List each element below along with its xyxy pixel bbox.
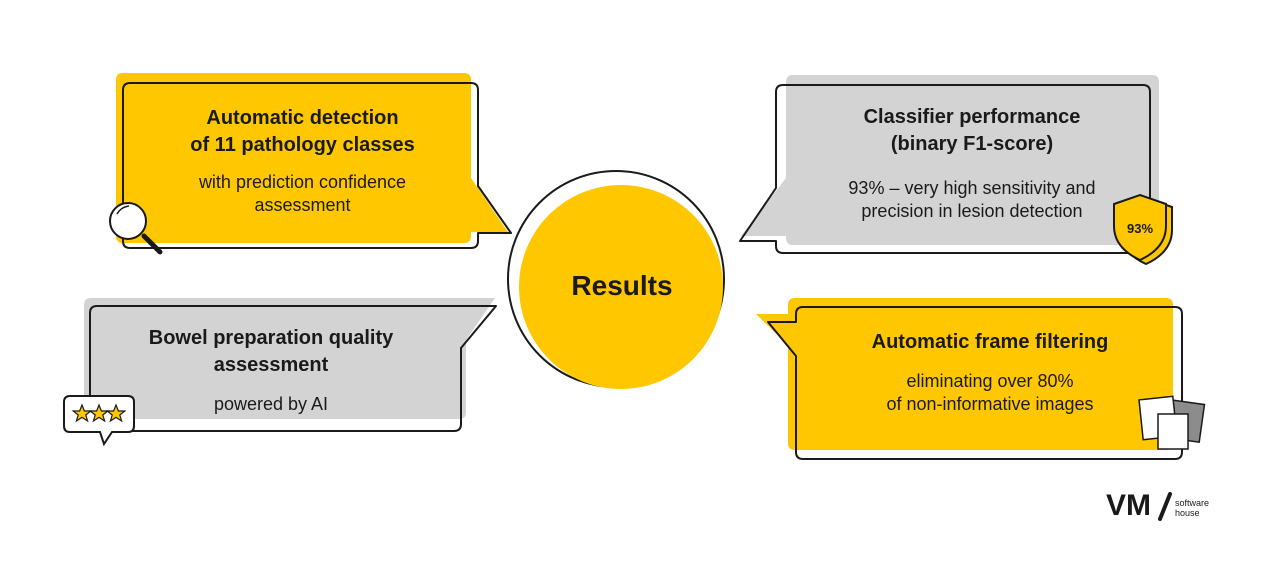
logo-sub-line1: software (1175, 498, 1210, 508)
detection-body-line1: with prediction confidence (198, 172, 407, 192)
classifier-card: Classifier performance (binary F1-score)… (786, 104, 1158, 223)
detection-card: Automatic detection of 11 pathology clas… (130, 105, 475, 217)
filtering-title-line1: Automatic frame filtering (871, 331, 1109, 353)
detection-title-line1: Automatic detection (206, 107, 399, 129)
bowel-title-line2: assessment (213, 354, 329, 376)
card-filtering-shape (756, 298, 1183, 460)
shield-icon: 93% (1113, 193, 1173, 266)
shield-badge-label: 93% (1127, 221, 1153, 236)
classifier-body-line2: precision in lesion detection (861, 201, 1083, 221)
bowel-title-line1: Bowel preparation quality (148, 327, 394, 349)
logo-subtitle: software house (1175, 498, 1209, 518)
results-circle (507, 170, 725, 389)
filtering-body-line1: eliminating over 80% (906, 371, 1074, 391)
filtering-card: Automatic frame filtering eliminating ov… (806, 329, 1174, 416)
classifier-title-line2: (binary F1-score) (890, 133, 1054, 155)
detection-title-line2: of 11 pathology classes (190, 134, 415, 156)
magnifier-icon (109, 202, 163, 255)
vm-logo-icon: VM (1106, 489, 1172, 522)
results-label: Results (571, 270, 673, 301)
card-detection-shape (116, 73, 512, 249)
bowel-card: Bowel preparation quality assessment pow… (98, 325, 444, 416)
classifier-body-line1: 93% – very high sensitivity and (848, 178, 1096, 198)
card-classifier-shape (739, 75, 1159, 254)
filtering-body-line2: of non-informative images (886, 394, 1094, 414)
detection-body-line2: assessment (254, 195, 351, 215)
bowel-body-line1: powered by AI (213, 394, 329, 414)
classifier-title-line1: Classifier performance (863, 106, 1081, 128)
frames-icon (1138, 395, 1206, 450)
svg-text:VM: VM (1106, 489, 1151, 522)
logo-sub-line2: house (1175, 508, 1200, 518)
star-rating-icon (63, 395, 135, 447)
